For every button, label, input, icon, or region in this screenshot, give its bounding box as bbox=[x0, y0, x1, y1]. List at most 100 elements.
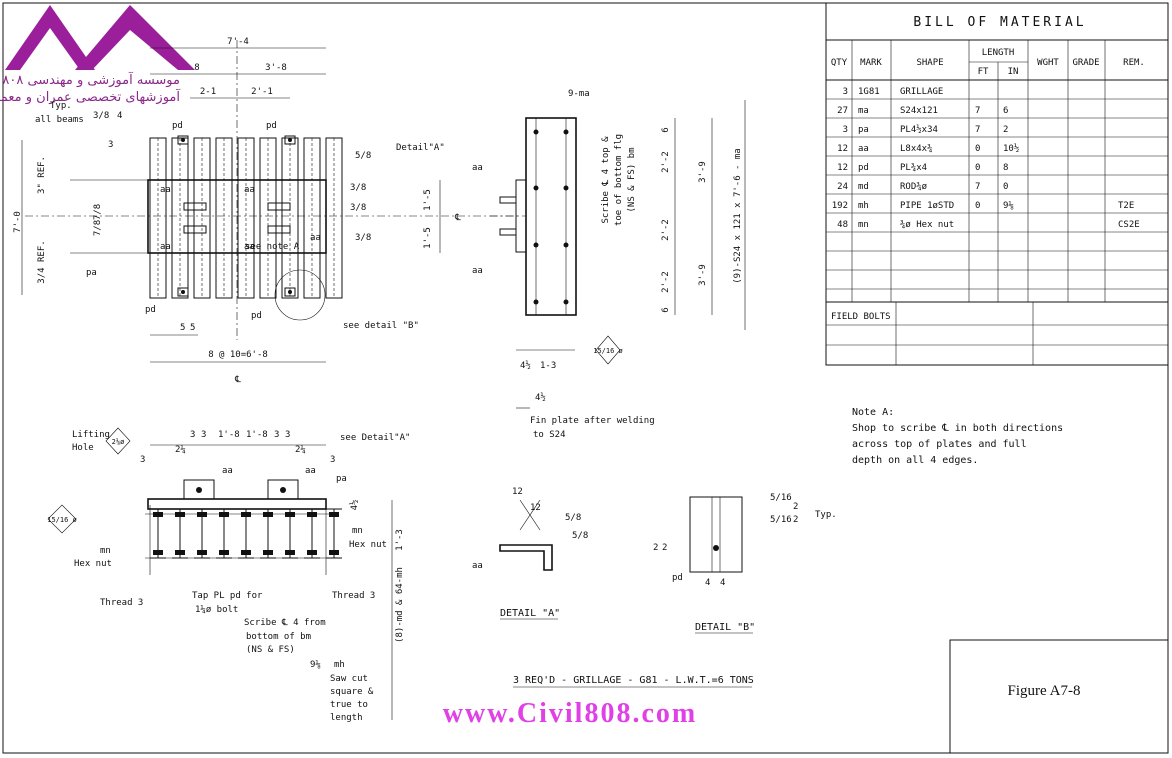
bom-cell-in: 9⅛ bbox=[1003, 201, 1014, 211]
plan-label-pd-3: pd bbox=[145, 305, 156, 315]
plan-label-aa-4: aa bbox=[244, 242, 255, 252]
bom-cell-ft: 7 bbox=[975, 125, 980, 135]
logo-line-2: آموزشهای تخصصی عمران و معماری bbox=[0, 88, 181, 105]
plan-label-aa-5: aa bbox=[310, 233, 321, 243]
bom-header-rem: REM. bbox=[1123, 58, 1145, 68]
bom-header-wght: WGHT bbox=[1037, 58, 1059, 68]
plan-beams bbox=[149, 135, 343, 299]
plan-typ: Typ. bbox=[50, 101, 72, 111]
end-dim-2-2b: 2'-2 bbox=[661, 219, 671, 241]
bom-cell-mark: ma bbox=[858, 106, 869, 116]
bom-cell-ft: 0 bbox=[975, 144, 980, 154]
plan-dim-1-5a: 1'-5 bbox=[423, 189, 433, 211]
plan-label-pd-1: pd bbox=[172, 121, 183, 131]
end-bottom-hole: 15/16 ø bbox=[593, 347, 623, 355]
end-label-aa-1: aa bbox=[472, 163, 483, 173]
bom-cell-in: 8 bbox=[1003, 163, 1008, 173]
end-view-bolt bbox=[533, 299, 539, 305]
plan-3: 3 bbox=[108, 140, 113, 150]
elevation-beam bbox=[172, 508, 188, 559]
bom-cell-qty: 12 bbox=[837, 144, 848, 154]
elev-thread-right: Thread 3 bbox=[332, 591, 375, 601]
plan-bolt bbox=[288, 290, 292, 294]
bom-cell-qty: 27 bbox=[837, 106, 848, 116]
bom-cell-ft: 7 bbox=[975, 106, 980, 116]
end-view-bolt bbox=[533, 185, 539, 191]
detail-b-516a: 5/16 bbox=[770, 493, 792, 503]
end-dim-2-2a: 2'-2 bbox=[661, 151, 671, 173]
plan-frac-38c: 3/8 bbox=[355, 233, 371, 243]
bom-cell-mark: pa bbox=[858, 125, 869, 135]
plan-label-pa: pa bbox=[86, 268, 97, 278]
elev-mn-left: mn bbox=[100, 546, 111, 556]
end-view-bolt bbox=[533, 242, 539, 248]
detail-a-aa: aa bbox=[472, 561, 483, 571]
elev-aa-1: aa bbox=[222, 466, 233, 476]
plan-78-a: 7/8 bbox=[93, 204, 103, 220]
bom-cell-ft: 7 bbox=[975, 182, 980, 192]
note-line-2: Shop to scribe ℄ in both directions bbox=[852, 423, 1063, 434]
detail-b: 5/16 2 5/16 2 Typ. 2 2 pd 4 4 DETAIL "B" bbox=[653, 493, 837, 634]
plan-label-aa-3: aa bbox=[160, 242, 171, 252]
bill-of-material-table: BILL OF MATERIAL QTY MARK SHAPE LENGTH F… bbox=[825, 2, 1169, 366]
plan-label-aa-1: aa bbox=[160, 185, 171, 195]
elevation-beam bbox=[194, 508, 210, 559]
plan-dim-spacing: 8 @ 10=6'-8 bbox=[208, 350, 268, 360]
end-label-9-ma: 9-ma bbox=[568, 89, 590, 99]
plan-cl: ℄ bbox=[454, 213, 461, 223]
elev-dim-1-8b: 1'-8 bbox=[246, 430, 268, 440]
bom-cell-qty: 48 bbox=[837, 220, 848, 230]
elev-tap-pl: Tap PL pd for bbox=[192, 591, 263, 601]
plan-beam bbox=[237, 137, 255, 299]
bom-cell-mark: mn bbox=[858, 220, 869, 230]
end-label-scribe-1: Scribe ℄ 4 top & bbox=[601, 136, 611, 224]
elev-9-18: 9⅛ bbox=[310, 660, 321, 670]
plan-beam bbox=[149, 137, 167, 299]
elev-dim-3d: 3 bbox=[285, 430, 290, 440]
elevation-beam bbox=[260, 508, 276, 559]
bom-header-grade: GRADE bbox=[1072, 58, 1099, 68]
end-dim-6a: 6 bbox=[661, 127, 671, 132]
plan-plate-pd bbox=[284, 287, 296, 297]
bom-cell-shape: GRILLAGE bbox=[900, 87, 943, 97]
bom-title: BILL OF MATERIAL bbox=[913, 15, 1086, 30]
detail-a-58a: 5/8 bbox=[565, 513, 581, 523]
end-view-bolts bbox=[499, 129, 569, 305]
bom-header-mark: MARK bbox=[860, 58, 882, 68]
plan-cl-bottom: ℄ bbox=[234, 375, 241, 385]
elevation-beam bbox=[150, 508, 166, 559]
elev-square: square & bbox=[330, 687, 374, 697]
end-dim-2-2c: 2'-2 bbox=[661, 271, 671, 293]
plan-frac-58: 5/8 bbox=[355, 151, 371, 161]
elev-thread-left: Thread 3 bbox=[100, 598, 143, 608]
end-dim-beam-callout: (9)-S24 x 121 x 7'-6 - ma bbox=[733, 148, 743, 283]
plan-typ-4: 4 bbox=[117, 111, 122, 121]
bom-cell-qty: 3 bbox=[843, 87, 848, 97]
bom-cell-shape: PL4½x34 bbox=[900, 124, 938, 135]
bom-cell-in: 2 bbox=[1003, 125, 1008, 135]
figure-label: Figure A7-8 bbox=[1008, 683, 1081, 699]
end-view-rod bbox=[499, 228, 517, 236]
plan-bolt bbox=[181, 138, 185, 142]
plan-label-detail-a: Detail"A" bbox=[396, 143, 445, 153]
elev-hexnut-right: Hex nut bbox=[349, 540, 387, 550]
plan-plate-pd bbox=[177, 135, 189, 145]
plan-label-aa-2: aa bbox=[244, 185, 255, 195]
note-line-1: Note A: bbox=[852, 407, 894, 418]
detail-a-title: DETAIL "A" bbox=[500, 608, 560, 619]
bom-cell-ft: 0 bbox=[975, 201, 980, 211]
detail-a: 12 12 5/8 5/8 aa DETAIL "A" bbox=[472, 487, 588, 620]
plan-ref-top: 3" REF. bbox=[37, 156, 47, 194]
bom-cell-in: 0 bbox=[1003, 182, 1008, 192]
detail-b-pd: pd bbox=[672, 573, 683, 583]
plan-beam bbox=[303, 137, 321, 299]
elev-mn-right: mn bbox=[352, 526, 363, 536]
elev-dim-3b: 3 bbox=[201, 430, 206, 440]
elev-dim-md-mh: (8)-md & 64-mh bbox=[395, 567, 405, 643]
end-label-scribe-2: toe of bottom flg bbox=[614, 134, 624, 226]
